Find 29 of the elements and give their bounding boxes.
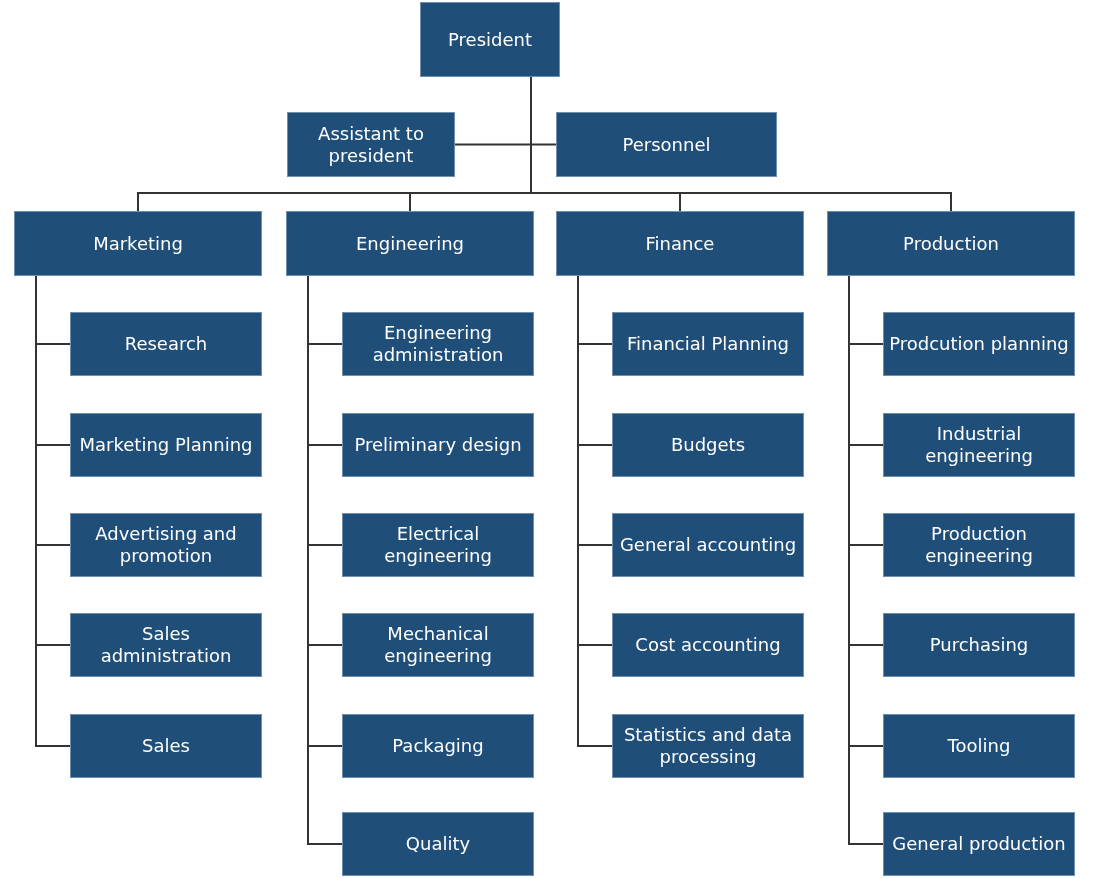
- org-box: Assistant to president: [287, 112, 455, 177]
- org-box: Industrial engineering: [883, 413, 1075, 477]
- org-box: Preliminary design: [342, 413, 534, 477]
- org-box: Quality: [342, 812, 534, 876]
- org-box: Mechanical engineering: [342, 613, 534, 677]
- org-box: Budgets: [612, 413, 804, 477]
- org-box: Sales: [70, 714, 262, 778]
- org-box: Production: [827, 211, 1075, 276]
- org-box: Financial Planning: [612, 312, 804, 376]
- org-box: Production engineering: [883, 513, 1075, 577]
- org-box: Research: [70, 312, 262, 376]
- org-box: Personnel: [556, 112, 777, 177]
- org-box: Marketing: [14, 211, 262, 276]
- org-box: Packaging: [342, 714, 534, 778]
- org-box: Cost accounting: [612, 613, 804, 677]
- org-box: Purchasing: [883, 613, 1075, 677]
- org-box: General production: [883, 812, 1075, 876]
- org-box: Sales administration: [70, 613, 262, 677]
- org-box: Engineering: [286, 211, 534, 276]
- org-box: Marketing Planning: [70, 413, 262, 477]
- org-box: Prodcution planning: [883, 312, 1075, 376]
- org-box: Finance: [556, 211, 804, 276]
- org-box: President: [420, 2, 560, 77]
- org-box: Tooling: [883, 714, 1075, 778]
- org-box: Engineering administration: [342, 312, 534, 376]
- org-box: Advertising and promotion: [70, 513, 262, 577]
- org-box: Electrical engineering: [342, 513, 534, 577]
- org-box: General accounting: [612, 513, 804, 577]
- org-box: Statistics and data processing: [612, 714, 804, 778]
